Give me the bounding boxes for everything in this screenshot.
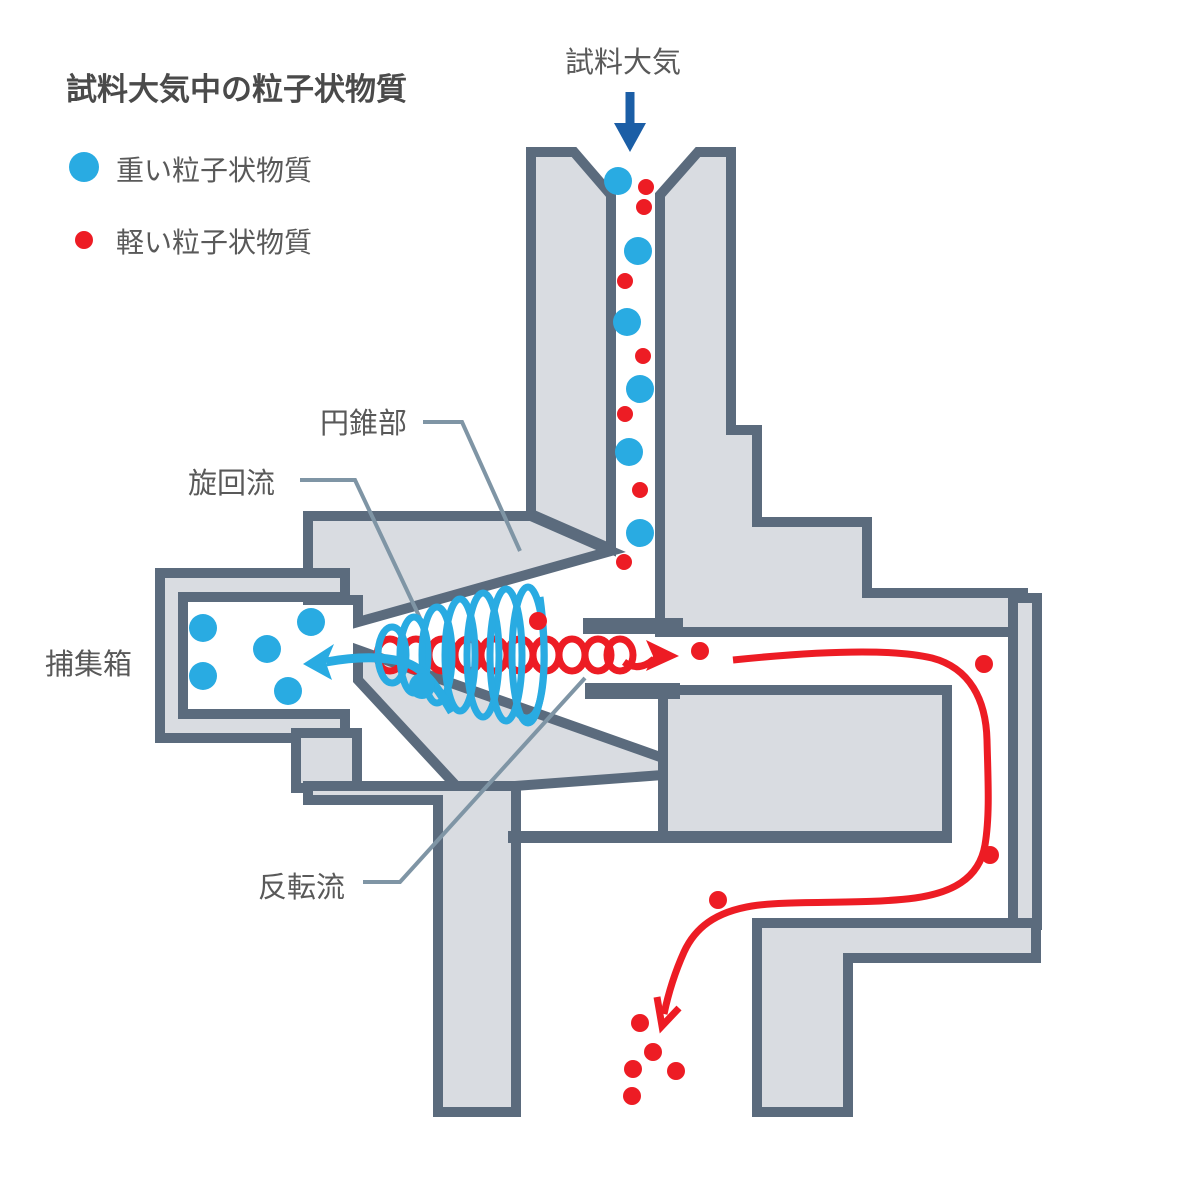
- reverse-flow-leader-line: [363, 676, 587, 884]
- legend-heavy-swatch-icon: [69, 152, 99, 182]
- channel-top-wall: [583, 618, 683, 634]
- upper-right-casing: [655, 147, 1028, 637]
- heavy-particles: [189, 167, 654, 705]
- legend-heavy-label: 重い粒子状物質: [116, 154, 312, 187]
- cone-leader-line: [423, 420, 522, 552]
- inlet-flow-label: 試料大気: [565, 45, 681, 79]
- inlet-arrow: [614, 92, 646, 152]
- coil-arrowhead-icon: [646, 640, 679, 671]
- legend-light-swatch-icon: [75, 231, 93, 249]
- leader-lines: [300, 420, 587, 884]
- inner-duct-block: [658, 685, 952, 843]
- cone-upper-wall: [303, 511, 626, 629]
- swirl-leader-line: [300, 478, 422, 619]
- box-arrow: [325, 653, 456, 715]
- legend-light-label: 軽い粒子状物質: [116, 226, 312, 259]
- reverse-flow-label: 反転流: [258, 870, 345, 904]
- box-arrowhead-icon: [303, 644, 334, 680]
- inlet-arrowhead-icon: [614, 123, 646, 152]
- light-particles: [529, 179, 999, 1105]
- bottom-right-casing: [752, 918, 1041, 1117]
- casing-bottom-wall: [508, 831, 952, 843]
- collection-box-step: [291, 728, 362, 793]
- channel-bottom-wall: [585, 683, 680, 699]
- collection-box-label: 捕集箱: [45, 647, 132, 681]
- reverse-flow-path: [660, 648, 992, 1015]
- heavy-flow: [303, 583, 548, 727]
- exit-arrowhead-icon: [653, 996, 682, 1034]
- swirl-spiral: [374, 583, 548, 727]
- apparatus-walls: [155, 147, 1042, 1117]
- swirl-flow-label: 旋回流: [188, 466, 275, 500]
- diagram-title: 試料大気中の粒子状物質: [66, 72, 407, 108]
- inlet-left-wall: [526, 147, 616, 557]
- cone-label: 円錐部: [320, 406, 407, 440]
- collection-box-wall: [155, 568, 350, 743]
- right-casing-wall: [1008, 593, 1042, 930]
- lower-center-column: [303, 781, 521, 1117]
